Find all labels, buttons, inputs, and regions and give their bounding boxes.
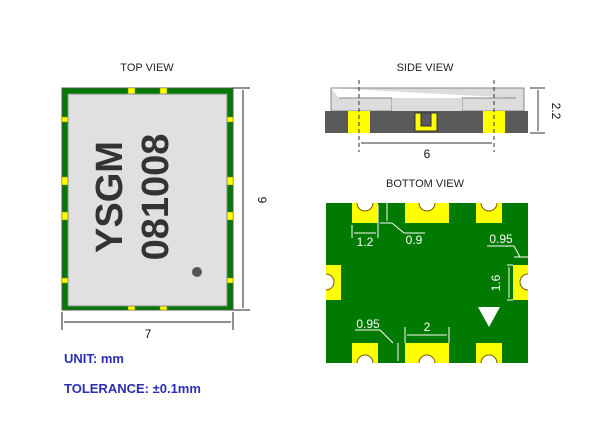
dim-center-pad-width: 2 [424, 320, 431, 334]
bottom-view-title: BOTTOM VIEW [386, 178, 465, 190]
bottom-view: BOTTOM VIEW 1.2 0.9 0.95 1.6 0.95 2 [325, 178, 529, 364]
top-pads [61, 87, 234, 311]
top-dimensions [61, 87, 250, 330]
dim-pitch-6: 6 [424, 147, 431, 161]
dim-bottom-offset: 0.95 [356, 317, 380, 331]
dim-pad-depth: 0.9 [406, 233, 423, 247]
dim-width-7: 7 [145, 327, 152, 341]
castellation-notches [325, 202, 529, 364]
side-view-title: SIDE VIEW [397, 62, 454, 74]
dim-side-offset: 0.95 [489, 232, 513, 246]
top-view-title: TOP VIEW [120, 62, 174, 74]
side-dimensions [358, 80, 545, 152]
dim-height-2-2: 2.2 [549, 103, 563, 120]
side-base [325, 111, 528, 133]
side-view: SIDE VIEW 6 2.2 [325, 62, 563, 161]
marking-line2: 081008 [135, 134, 177, 261]
pin1-dot [192, 267, 202, 277]
tolerance-note: TOLERANCE: ±0.1mm [64, 381, 201, 396]
marking-line1: YSGM [89, 141, 131, 253]
dim-pad-width: 1.2 [357, 235, 374, 249]
bottom-board [326, 203, 528, 363]
top-view: TOP VIEW YSGM 081008 9 7 [61, 62, 269, 341]
dim-side-pad-length: 1.6 [489, 274, 503, 291]
dim-height-9: 9 [255, 197, 269, 204]
orientation-triangle [478, 307, 500, 327]
bottom-dimensions [351, 203, 528, 361]
side-center-slot [414, 112, 438, 132]
unit-note: UNIT: mm [64, 351, 124, 366]
